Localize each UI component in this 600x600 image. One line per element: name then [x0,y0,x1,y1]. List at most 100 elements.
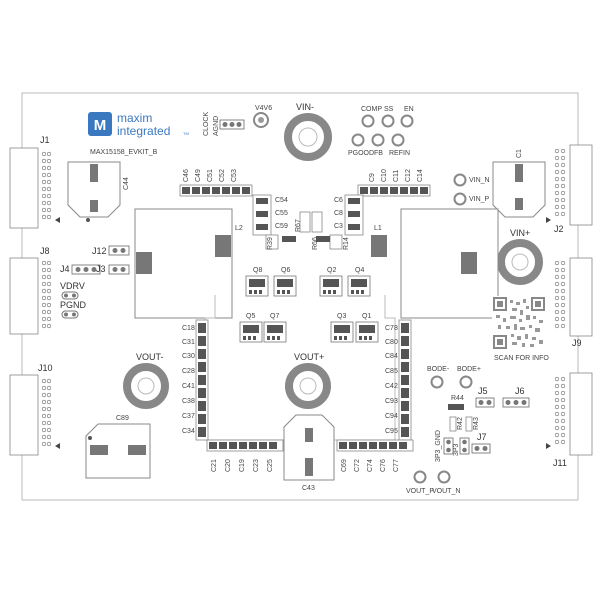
pgnd-label: PGND [60,300,87,310]
logo-tm: TM [183,131,189,136]
cap-row-bottom-left [206,439,284,452]
r43-label: R43 [473,417,480,430]
vout-minus-label: VOUT- [136,352,164,362]
cap-top-left-0: C46 [183,169,190,182]
cap-row-top-right [357,184,431,197]
refin-testpoint [391,133,405,147]
r42-label: R42 [457,417,464,430]
c54-c59-caps [252,194,272,236]
j10-pin1-marker [55,443,60,449]
ss-testpoint [381,114,395,128]
cap-left-col-4: C41 [182,383,195,390]
cap-top-right-1: C10 [381,169,388,182]
cap-left-col-5: C38 [182,398,195,405]
l2-inductor [134,208,233,319]
j8-label: J8 [40,246,50,256]
p3p3-pads [443,437,470,455]
cap-top-right-4: C14 [417,169,424,182]
agnd-label: AGND [213,116,220,136]
j8-pins [41,260,52,329]
q2-label: Q2 [327,267,336,274]
logo-text-integrated: integrated [117,124,170,138]
refin-label: REFIN [389,150,410,157]
maxim-logo: M maxim integrated TM [88,111,189,138]
j3-header [108,264,130,275]
r44-label: R44 [451,395,464,402]
comp-testpoint [361,114,375,128]
c6-c3-caps [344,194,364,236]
cap-right-col-3: C85 [385,368,398,375]
cap-column-right [398,319,412,441]
fb-label: FB [374,150,383,157]
scan-label: SCAN FOR INFO [494,355,549,362]
pgood-label: PGOOD [348,150,374,157]
vout-p-label: VOUT_P [406,488,434,495]
cap-top-right-3: C12 [405,169,412,182]
j10-pins [41,378,52,447]
mosfet-q4 [347,275,371,297]
maxim-logo-mark-glyph: M [94,117,107,134]
c89-label: C89 [116,415,129,422]
gnd-3p3-label: 3P3_GND [435,430,442,462]
c44-label: C44 [123,177,130,190]
cap-right-col-5: C93 [385,398,398,405]
cap-bottom-right-0: C69 [341,459,348,472]
en-testpoint [400,114,414,128]
c54-label: C54 [275,197,288,204]
r14-label: R14 [343,237,350,250]
j1-pin1-marker [55,217,60,223]
cap-bottom-right-1: C72 [354,459,361,472]
mosfet-q6 [273,275,297,297]
center-resistors [265,211,343,250]
clock-header [219,119,245,130]
bode-plus-testpoint [459,375,473,389]
cap-bottom-right-3: C76 [380,459,387,472]
cap-bottom-left-4: C25 [267,459,274,472]
c6-label: C6 [334,197,343,204]
r67-label: R67 [295,219,302,232]
j12-label: J12 [92,246,107,256]
cap-bottom-left-2: C19 [239,459,246,472]
j10-connector [9,374,39,456]
c43-label: C43 [302,485,315,492]
vin-p-testpoint [453,192,467,206]
cap-right-col-0: C78 [385,325,398,332]
j9-connector [569,257,593,337]
cap-column-left [195,319,209,441]
comp-label: COMP [361,106,382,113]
vin-n-testpoint [453,173,467,187]
mosfet-q7 [263,321,287,343]
vout-n-testpoint [437,470,451,484]
j6-header [502,397,530,408]
j8-connector [9,257,39,335]
j10-label: J10 [38,363,53,373]
cap-bottom-left-3: C23 [253,459,260,472]
j11-label: J11 [553,458,567,468]
j11-pins [554,376,566,445]
cap-bottom-right-2: C74 [367,459,374,472]
mosfet-q5 [239,321,263,343]
c55-label: C55 [275,210,288,217]
j2-label: J2 [554,224,564,234]
cap-bottom-left-1: C20 [225,459,232,472]
j2-connector [569,144,593,226]
cap-top-right-2: C11 [393,170,400,182]
cap-top-left-2: C51 [207,169,214,182]
clock-label: CLOCK [203,112,210,136]
vout-plus-label: VOUT+ [294,352,324,362]
l1-label: L1 [374,225,382,232]
cap-row-bottom-right [336,439,414,452]
logo-text-maxim: maxim [117,111,152,125]
qr-code [492,296,546,350]
j7-label: J7 [477,432,487,442]
cap-top-left-1: C49 [195,169,202,182]
cap-left-col-0: C18 [182,325,195,332]
vout-n-label: VOUT_N [432,488,460,495]
j1-pins [41,151,52,220]
cap-top-left-3: C52 [219,169,226,182]
c1-capacitor [492,161,546,218]
cap-right-col-7: C95 [385,428,398,435]
q1-label: Q1 [362,313,371,320]
j5-header [475,397,495,408]
